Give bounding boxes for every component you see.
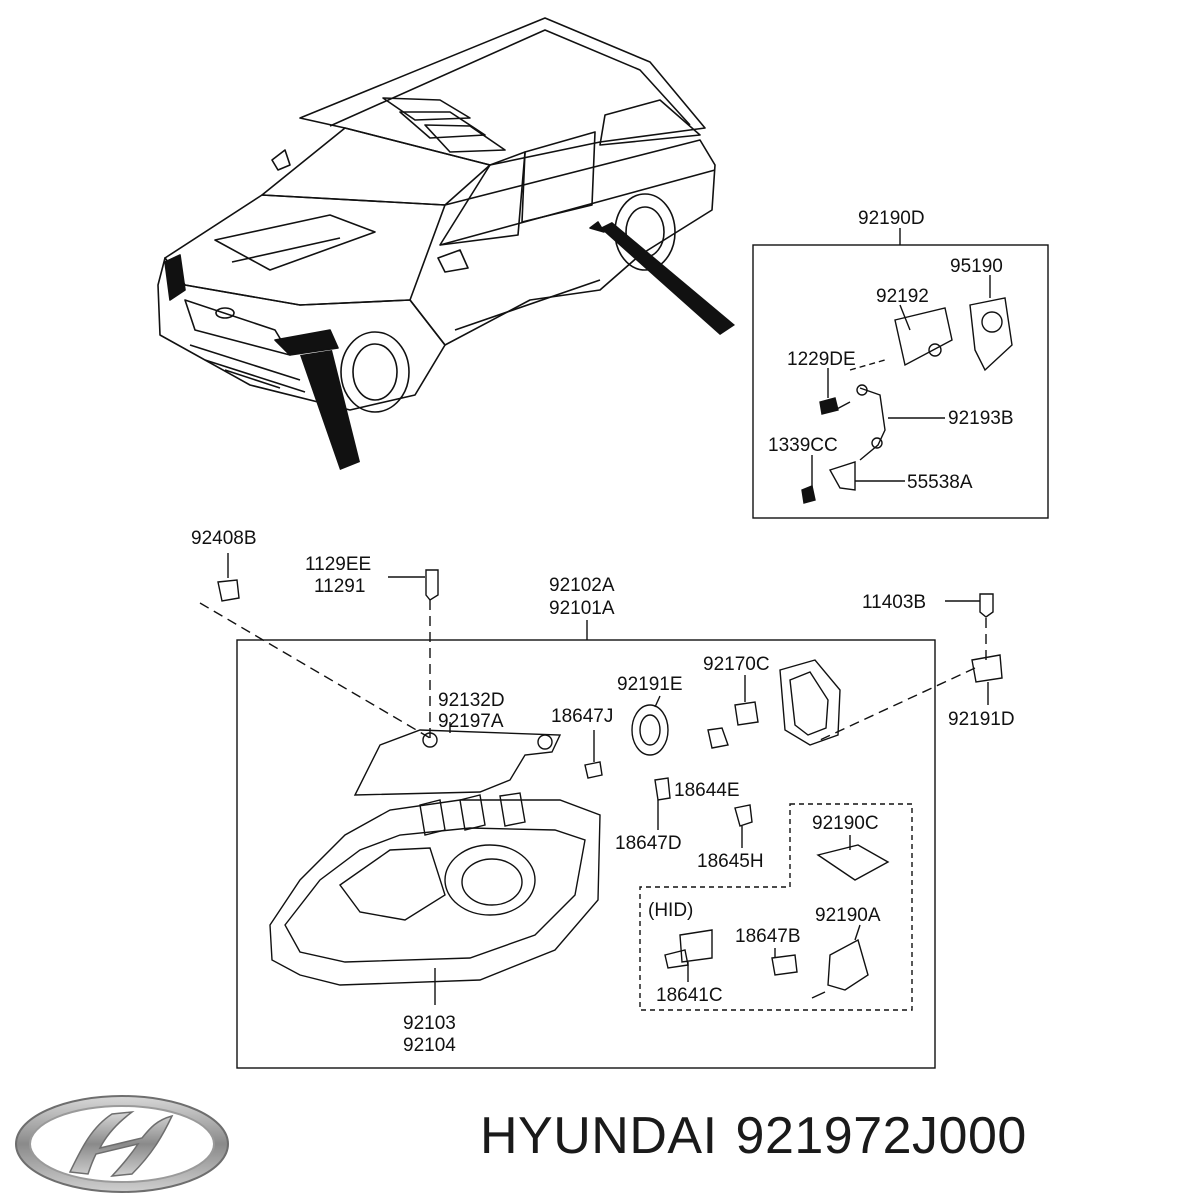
vehicle-illustration [157, 17, 735, 470]
brand-name: HYUNDAI [480, 1107, 718, 1165]
callout-92408B: 92408B [191, 528, 257, 549]
callout-92192: 92192 [876, 286, 929, 307]
callout-92101A: 92101A [549, 598, 615, 619]
callout-92190A: 92190A [815, 905, 881, 926]
callout-labels: 92190D 95190 92192 1229DE 92193B 1339CC … [191, 208, 1015, 1056]
callout-1339CC: 1339CC [768, 435, 838, 456]
leveling-sensor-group [752, 228, 1049, 519]
callout-92191D: 92191D [948, 709, 1015, 730]
callout-1129EE: 1129EE [305, 554, 371, 575]
callout-HID: (HID) [648, 900, 693, 921]
callout-92104: 92104 [403, 1035, 456, 1056]
callout-55538A: 55538A [907, 472, 973, 493]
callout-92197A: 92197A [438, 711, 504, 732]
callout-18647B: 18647B [735, 926, 801, 947]
callout-18647J: 18647J [551, 706, 613, 727]
callout-18645H: 18645H [697, 851, 764, 872]
callout-92102A: 92102A [549, 575, 615, 596]
callout-92170C: 92170C [703, 654, 770, 675]
callout-18641C: 18641C [656, 985, 723, 1006]
callout-1229DE: 1229DE [787, 349, 856, 370]
callout-92103: 92103 [403, 1013, 456, 1034]
callout-95190: 95190 [950, 256, 1003, 277]
callout-92191E: 92191E [617, 674, 683, 695]
callout-11403B: 11403B [862, 592, 926, 613]
callout-92132D: 92132D [438, 690, 505, 711]
callout-92190C: 92190C [812, 813, 879, 834]
callout-18644E: 18644E [674, 780, 740, 801]
brand-caption: HYUNDAI 921972J000 [480, 1106, 1190, 1166]
part-number: 921972J000 [735, 1107, 1027, 1165]
hyundai-logo [15, 1095, 229, 1193]
headlamp-assembly-group [199, 553, 1003, 1069]
callout-11291: 11291 [314, 576, 365, 597]
callout-18647D: 18647D [615, 833, 682, 854]
callout-92190D: 92190D [858, 208, 925, 229]
callout-92193B: 92193B [948, 408, 1014, 429]
